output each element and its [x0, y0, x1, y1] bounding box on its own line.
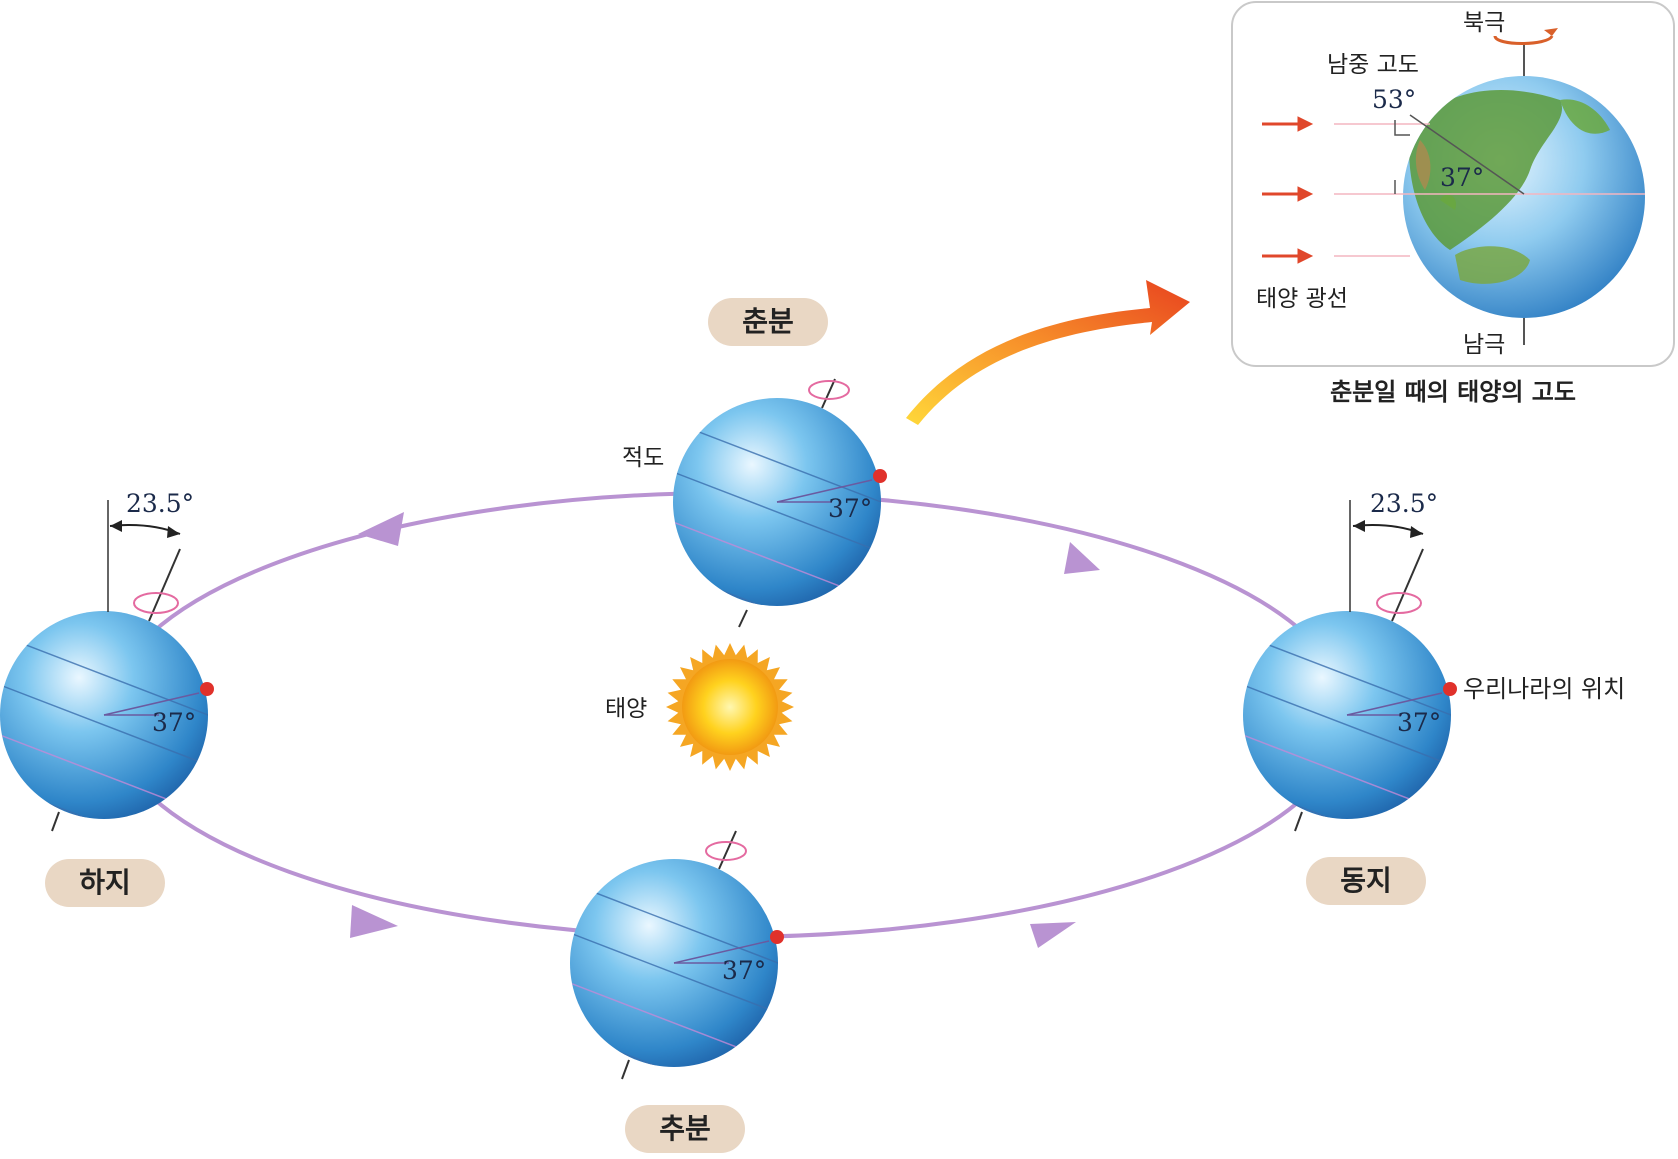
svg-text:동지: 동지: [1340, 864, 1392, 897]
korea-marker: [873, 469, 887, 483]
svg-text:하지: 하지: [79, 866, 131, 899]
altitude-value-label: 53°: [1372, 85, 1416, 114]
korea-location-label: 우리나라의 위치: [1463, 675, 1625, 703]
zoom-arrow: [906, 280, 1190, 425]
inset-caption: 춘분일 때의 태양의 고도: [1330, 378, 1576, 406]
season-label-spring: 춘분: [708, 298, 828, 346]
sun-ray-arrows: [1262, 116, 1314, 264]
season-label-autumn: 추분: [625, 1105, 745, 1153]
tilt-label-summer: 23.5°: [126, 489, 194, 518]
svg-text:춘분: 춘분: [742, 305, 794, 338]
equator-label: 적도: [622, 445, 664, 471]
earth-globe: [1334, 28, 1645, 345]
korea-marker: [770, 930, 784, 944]
season-label-summer: 하지: [45, 859, 165, 907]
orbit-arrow-top-left: [358, 512, 404, 546]
latitude-label-summer: 37°: [152, 708, 196, 737]
orbit-arrow-bottom-right: [1030, 922, 1076, 948]
svg-text:추분: 추분: [659, 1112, 711, 1145]
sun-label: 태양: [605, 696, 647, 722]
korea-marker: [200, 682, 214, 696]
latitude-label-autumn: 37°: [722, 956, 766, 985]
north-pole-label: 북극: [1463, 10, 1505, 36]
sun-icon: [666, 643, 794, 771]
inset-latitude-label: 37°: [1440, 163, 1484, 192]
south-pole-label: 남극: [1463, 332, 1505, 358]
sun-rays-label: 태양 광선: [1256, 286, 1348, 312]
latitude-label-spring: 37°: [828, 494, 872, 523]
orbit-arrow-top-right: [1064, 542, 1100, 574]
orbit-arrow-bottom-left: [350, 905, 398, 938]
meridian-altitude-label: 남중 고도: [1327, 52, 1419, 78]
latitude-label-winter: 37°: [1397, 708, 1441, 737]
season-label-winter: 동지: [1306, 857, 1426, 905]
tilt-label-winter: 23.5°: [1370, 489, 1438, 518]
korea-marker: [1443, 682, 1457, 696]
